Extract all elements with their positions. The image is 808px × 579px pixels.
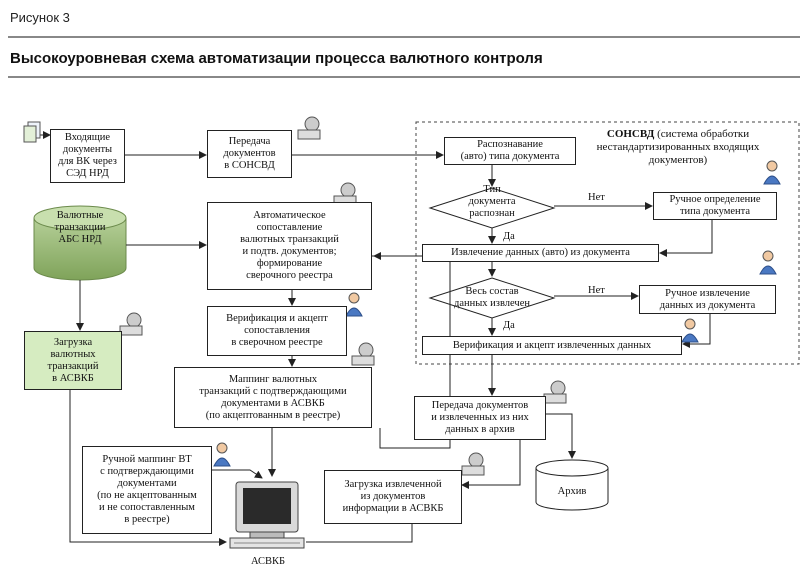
manual-type-box: Ручное определение типа документа [653, 192, 777, 220]
edge-label-yes-1: Да [503, 231, 515, 242]
person-icon [759, 250, 777, 275]
transfer-to-sonsvd-box: Передача документов в СОНСВД [207, 130, 292, 178]
sonsvd-caption-bold: СОНСВД [606, 128, 655, 140]
robot-icon [119, 312, 143, 336]
robot-icon [461, 452, 485, 476]
manual-mapping-box: Ручной маппинг ВТ с подтверждающими доку… [82, 446, 212, 534]
mapping-box: Маппинг валютных транзакций с подтвержда… [174, 367, 372, 428]
sonsvd-region [415, 121, 800, 365]
robot-icon [351, 342, 375, 366]
all-extracted-decision-label: Весь состав данных извлечен [454, 286, 530, 309]
auto-match-box: Автоматическое сопоставление валютных тр… [207, 202, 372, 290]
person-icon [763, 160, 781, 185]
extract-auto-box: Извлечение данных (авто) из документа [422, 244, 659, 262]
archive-database [535, 459, 609, 511]
verify-match-box: Верификация и акцепт сопоставления в све… [207, 306, 347, 356]
incoming-documents-box: Входящие документы для ВК через СЭД НРД [50, 129, 125, 183]
robot-icon [543, 380, 567, 404]
figure-label: Рисунок 3 [10, 10, 70, 25]
recognition-box: Распознавание (авто) типа документа [444, 137, 576, 165]
currency-tx-db-label: Валютные транзакции АБС НРД [54, 210, 106, 245]
title-rule [8, 76, 800, 78]
manual-extract-box: Ручное извлечение данных из документа [639, 285, 776, 314]
edge-label-no-2: Нет [588, 285, 605, 296]
edge-label-no-1: Нет [588, 192, 605, 203]
person-icon [213, 442, 231, 467]
computer-icon [229, 481, 305, 549]
archive-label: Архив [557, 486, 587, 497]
page-title: Высокоуровневая схема автоматизации проц… [10, 50, 543, 67]
asvkb-label: АСВКБ [250, 556, 286, 567]
verify-extracted-box: Верификация и акцепт извлеченных данных [422, 336, 682, 355]
robot-icon [297, 116, 321, 140]
sonsvd-caption: СОНСВД (система обработки нестандартизир… [572, 128, 784, 167]
load-transactions-box: Загрузка валютных транзакций в АСВКБ [24, 331, 122, 390]
person-icon [681, 318, 699, 343]
person-icon [345, 292, 363, 317]
load-extracted-box: Загрузка извлеченной из документов инфор… [324, 470, 462, 524]
top-rule [8, 36, 800, 38]
transfer-archive-box: Передача документов и извлеченных из них… [414, 396, 546, 440]
doc-type-decision-label: Тип документа распознан [468, 184, 516, 219]
document-icon [23, 121, 41, 143]
edge-label-yes-2: Да [503, 320, 515, 331]
sonsvd-caption-rest: (система обработки нестандартизированных… [596, 128, 760, 166]
